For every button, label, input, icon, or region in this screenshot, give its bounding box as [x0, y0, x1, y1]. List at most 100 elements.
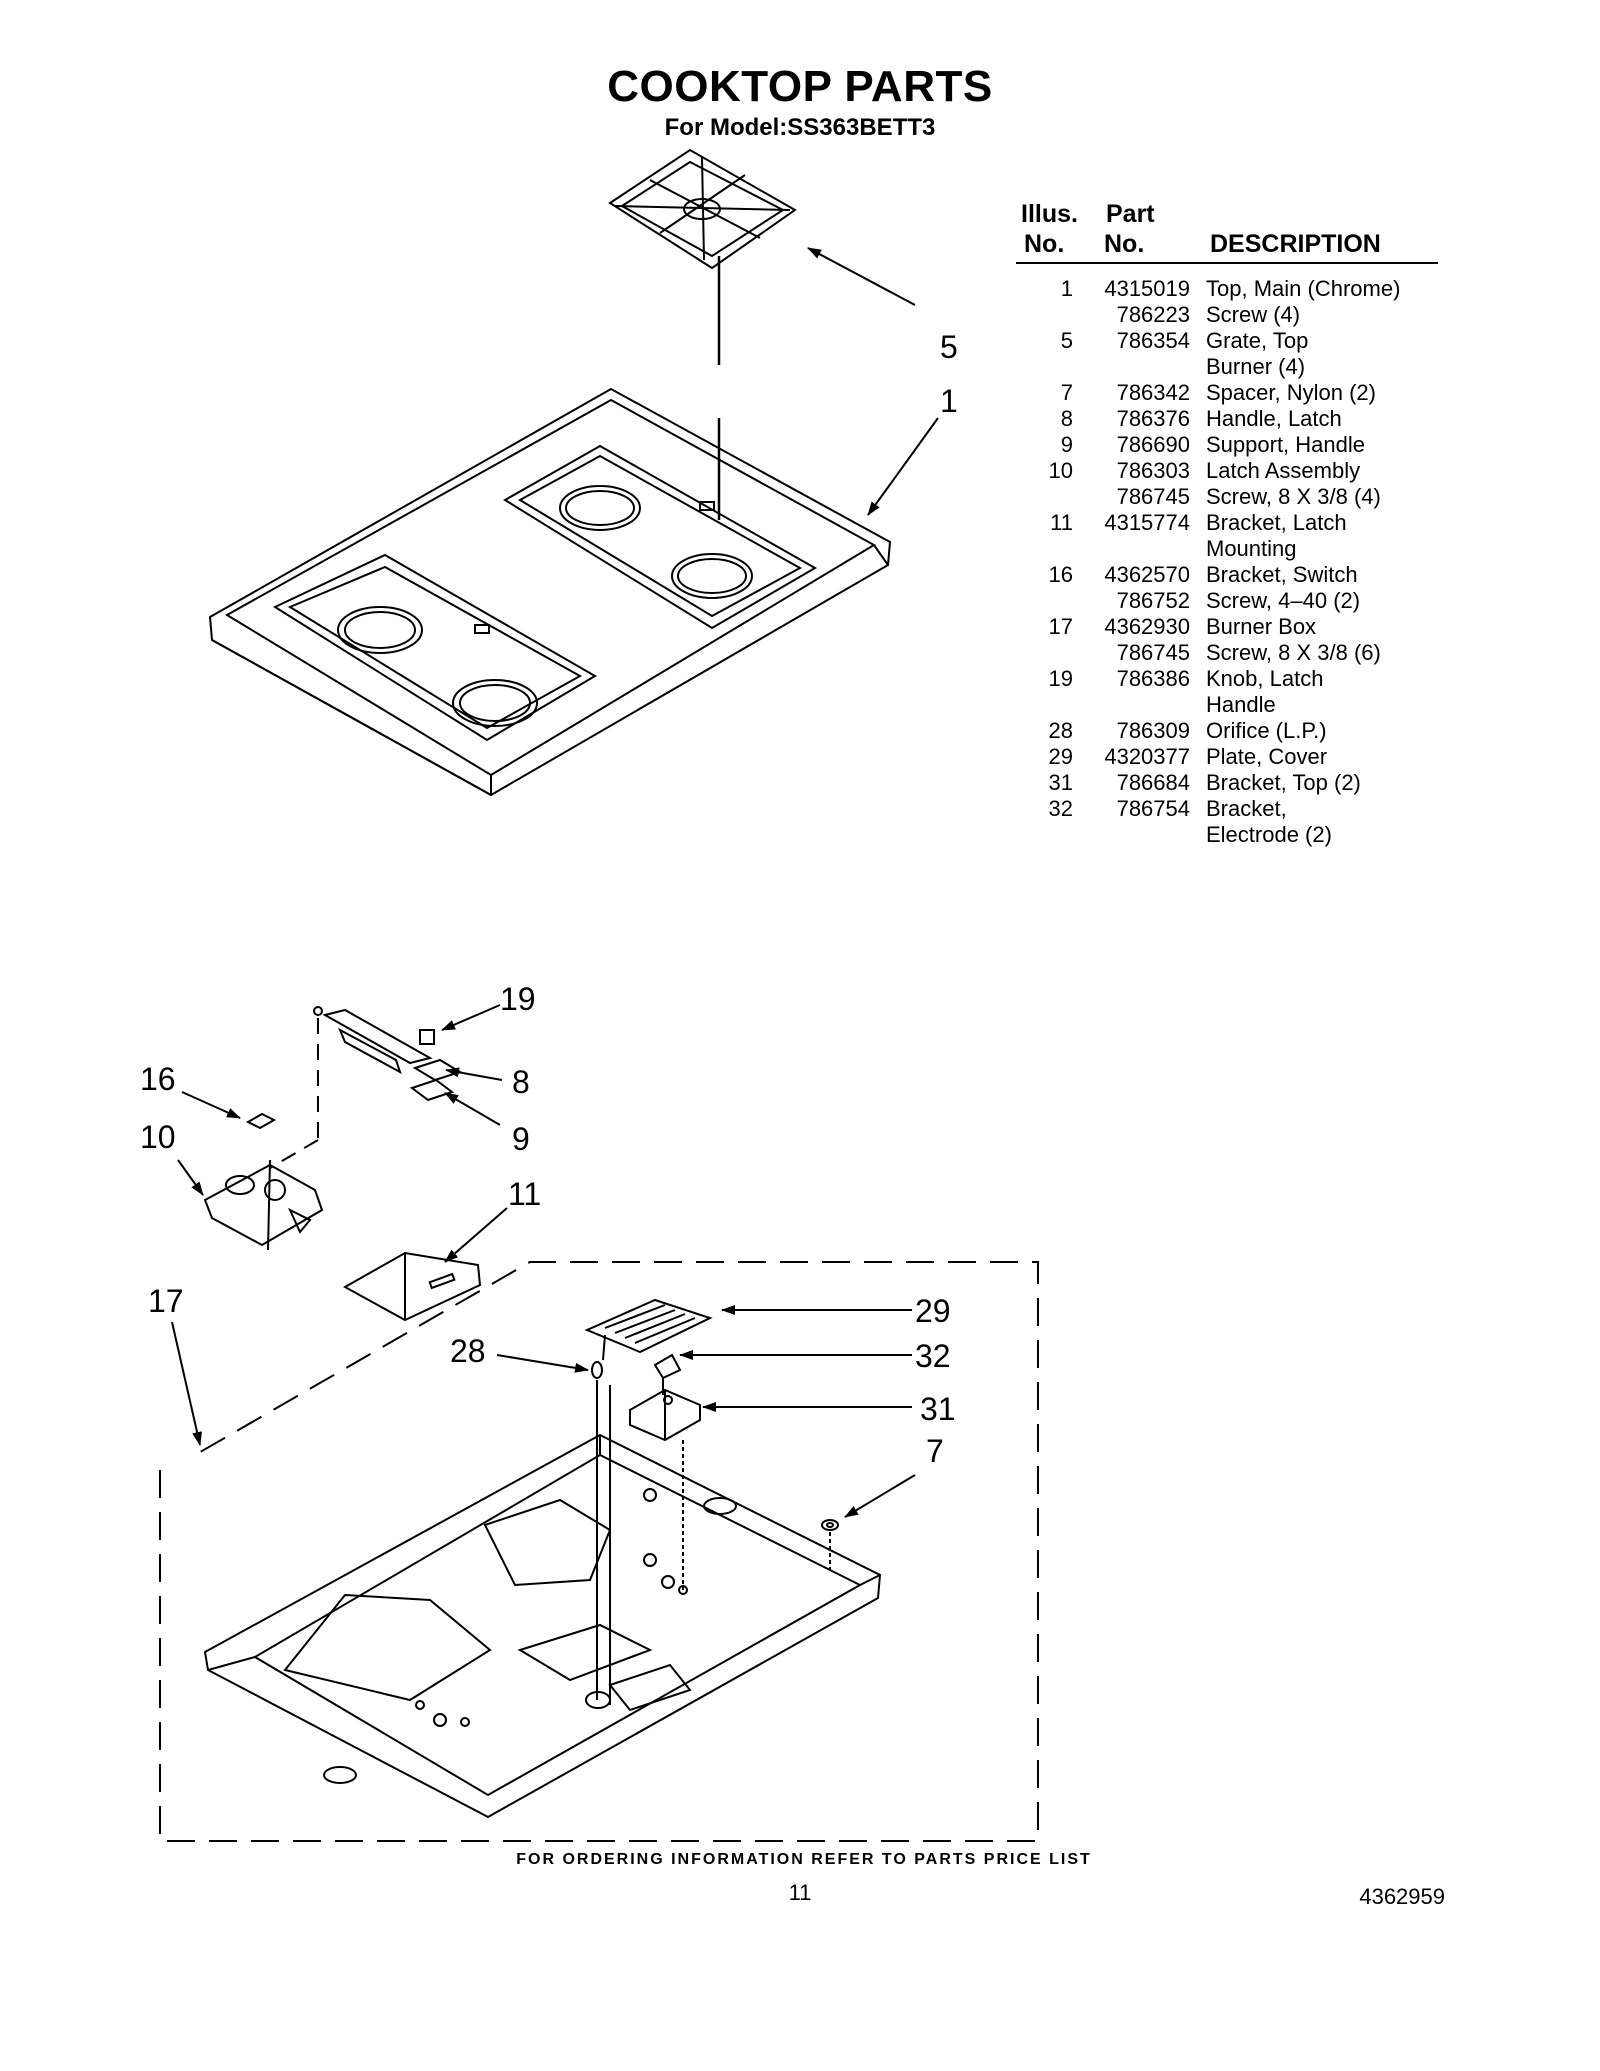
part-no: 786690 — [1116, 432, 1190, 457]
document-number: 4362959 — [1359, 1884, 1445, 1909]
part-no: 4320377 — [1104, 744, 1190, 769]
part-no: 786354 — [1116, 328, 1190, 353]
table-row: 17 4362930 Burner Box — [1016, 614, 1436, 640]
callout-11: 11 — [508, 1176, 541, 1212]
latch-handle-assembly — [203, 1006, 463, 1251]
table-row: 10 786303 Latch Assembly — [1016, 458, 1436, 484]
illus-no: 16 — [1048, 562, 1073, 587]
description: Handle, Latch — [1206, 406, 1342, 431]
header-description: DESCRIPTION — [1210, 230, 1381, 258]
header-part-line2: No. — [1104, 230, 1145, 258]
illus-no: 29 — [1048, 744, 1073, 769]
description: Screw (4) — [1206, 302, 1301, 327]
table-row: 32 786754 Bracket, — [1016, 796, 1436, 822]
header-illus-line2: No. — [1024, 230, 1065, 258]
part-no: 4362930 — [1104, 614, 1190, 639]
description: Burner (4) — [1206, 354, 1306, 379]
illus-no: 32 — [1048, 796, 1073, 821]
table-row: Handle — [1016, 692, 1436, 718]
callout-7: 7 — [926, 1433, 944, 1469]
illus-no: 8 — [1060, 406, 1073, 431]
part-no: 786376 — [1116, 406, 1190, 431]
part-no: 786754 — [1116, 796, 1190, 821]
callout-28: 28 — [450, 1333, 486, 1369]
description: Bracket, Switch — [1206, 562, 1358, 587]
table-row: 786745 Screw, 8 X 3/8 (4) — [1016, 484, 1436, 510]
illus-no: 28 — [1048, 718, 1073, 743]
illus-no: 10 — [1048, 458, 1073, 483]
description: Screw, 4–40 (2) — [1206, 588, 1361, 613]
part-no: 786309 — [1116, 718, 1190, 743]
part-no: 786303 — [1116, 458, 1190, 483]
description: Grate, Top — [1206, 328, 1309, 353]
header-part-line1: Part — [1106, 200, 1155, 228]
electrode-bracket — [653, 1353, 682, 1395]
table-row: 786223 Screw (4) — [1016, 302, 1436, 328]
callout-16: 16 — [140, 1061, 176, 1097]
latch-mounting-bracket — [342, 1251, 482, 1322]
table-row: 786752 Screw, 4–40 (2) — [1016, 588, 1436, 614]
part-no: 786223 — [1116, 302, 1190, 327]
part-no: 786342 — [1116, 380, 1190, 405]
table-row: 16 4362570 Bracket, Switch — [1016, 562, 1436, 588]
callout-8: 8 — [512, 1064, 530, 1100]
illus-no: 9 — [1060, 432, 1073, 457]
part-no: 786386 — [1116, 666, 1190, 691]
page-number: 11 — [788, 1880, 812, 1905]
illus-no: 11 — [1050, 510, 1073, 535]
burner-box-tray — [203, 1433, 882, 1819]
orifice — [591, 1334, 611, 1705]
description: Mounting — [1206, 536, 1297, 561]
table-row: 29 4320377 Plate, Cover — [1016, 744, 1436, 770]
description: Bracket, Latch — [1206, 510, 1347, 535]
table-row: 5 786354 Grate, Top — [1016, 328, 1436, 354]
page-title: COOKTOP PARTS — [607, 62, 993, 111]
table-header-rule — [1016, 262, 1438, 264]
callout-10: 10 — [140, 1119, 176, 1155]
grate-top-burner — [608, 148, 797, 520]
callout-29: 29 — [915, 1293, 951, 1329]
description: Bracket, — [1206, 796, 1287, 821]
part-no: 4362570 — [1104, 562, 1190, 587]
part-no: 786684 — [1116, 770, 1190, 795]
description: Support, Handle — [1206, 432, 1365, 457]
cover-plate — [584, 1298, 713, 1354]
description: Screw, 8 X 3/8 (6) — [1206, 640, 1381, 665]
description: Screw, 8 X 3/8 (4) — [1206, 484, 1381, 509]
part-no: 786745 — [1116, 640, 1190, 665]
table-row: Burner (4) — [1016, 354, 1436, 380]
part-no: 786745 — [1116, 484, 1190, 509]
description: Electrode (2) — [1206, 822, 1332, 847]
model-subtitle: For Model:SS363BETT3 — [664, 114, 936, 141]
top-bracket — [629, 1388, 701, 1595]
description: Handle — [1206, 692, 1276, 717]
table-row: Electrode (2) — [1016, 822, 1436, 848]
callout-1: 1 — [940, 383, 958, 419]
callout-arrows — [171, 247, 939, 1518]
description: Top, Main (Chrome) — [1206, 276, 1401, 301]
callout-9: 9 — [512, 1121, 530, 1157]
burner-box-outline — [159, 1261, 1039, 1842]
callout-17: 17 — [148, 1283, 184, 1319]
part-no: 786752 — [1116, 588, 1190, 613]
description: Plate, Cover — [1206, 744, 1328, 769]
header-illus-line1: Illus. — [1021, 200, 1078, 228]
description: Latch Assembly — [1206, 458, 1361, 483]
table-row: 786745 Screw, 8 X 3/8 (6) — [1016, 640, 1436, 666]
table-row: 9 786690 Support, Handle — [1016, 432, 1436, 458]
callout-5: 5 — [940, 329, 958, 365]
description: Burner Box — [1206, 614, 1317, 639]
callout-31: 31 — [920, 1391, 956, 1427]
description: Spacer, Nylon (2) — [1206, 380, 1376, 405]
table-row: Mounting — [1016, 536, 1436, 562]
illus-no: 5 — [1060, 328, 1073, 353]
callout-32: 32 — [915, 1338, 951, 1374]
illus-no: 17 — [1048, 614, 1073, 639]
illus-no: 19 — [1048, 666, 1073, 691]
description: Bracket, Top (2) — [1206, 770, 1361, 795]
